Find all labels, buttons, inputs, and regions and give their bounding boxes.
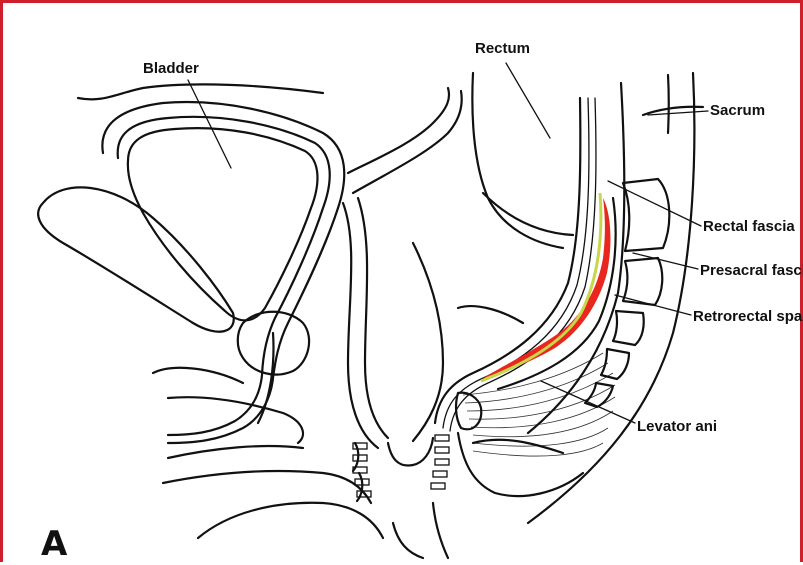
rectal-wall-layer-2 xyxy=(443,98,589,428)
anal-canal-left xyxy=(353,443,371,501)
rectal-fascia-leader xyxy=(608,181,701,226)
rectum-fold-2 xyxy=(458,306,523,323)
bladder-leader xyxy=(188,80,231,168)
anal-verge-left xyxy=(393,523,423,558)
perineal-curve-5 xyxy=(198,503,383,538)
pubic-symphysis-outline xyxy=(38,187,234,331)
rectal-wall-layer-1 xyxy=(435,98,580,423)
pubic-arc-upper xyxy=(78,84,323,99)
bladder-inner-wall xyxy=(118,117,330,435)
anal-verge-right xyxy=(433,503,448,558)
levator-ani-label: Levator ani xyxy=(637,418,717,435)
levator-ani-leader xyxy=(541,381,635,423)
perineal-curve-4 xyxy=(163,471,371,503)
presacral-fascia-leader xyxy=(633,253,698,269)
anal-opening xyxy=(388,438,433,466)
rectum-leader xyxy=(506,63,550,138)
sacrum-label: Sacrum xyxy=(710,102,765,119)
panel-label: A xyxy=(41,524,68,564)
presacral-fascia-label: Presacral fascia xyxy=(700,262,803,279)
rectum-label: Rectum xyxy=(475,40,530,57)
rectum-anterior-wall xyxy=(472,73,563,248)
perineal-curve-1 xyxy=(153,368,243,383)
rectum-fold-1 xyxy=(483,193,573,235)
septum-upper xyxy=(348,88,449,173)
peritoneal-line-right xyxy=(358,198,388,438)
sacrum-vertical xyxy=(668,75,669,133)
bladder-label: Bladder xyxy=(143,60,199,77)
pelvis-sagittal-diagram: Bladder Rectum Sacrum Rectal fascia Pres… xyxy=(3,3,803,565)
rectal-fascia-label: Rectal fascia xyxy=(703,218,795,235)
rectum-lumen-curve xyxy=(413,243,443,441)
anal-canal-right xyxy=(431,435,449,489)
rectal-fascia-green xyxy=(481,193,601,381)
retrorectal-space-label: Retrorectal space xyxy=(693,308,803,325)
perineal-curve-3 xyxy=(168,446,303,458)
